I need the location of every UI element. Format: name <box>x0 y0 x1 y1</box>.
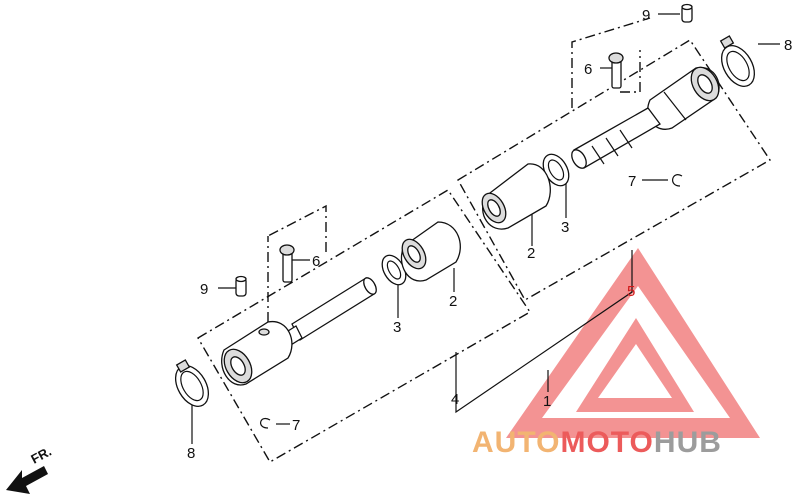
callout-ring-left: 3 <box>393 319 401 336</box>
boot-left <box>400 221 461 282</box>
bolt-top <box>608 52 624 89</box>
callout-labels: 9 6 8 7 2 3 5 9 6 3 2 7 8 4 1 <box>187 7 792 462</box>
band-left <box>174 359 210 407</box>
watermark-triangle-inner <box>576 318 694 412</box>
right-side-parts <box>481 3 756 230</box>
band-right <box>719 35 756 87</box>
callout-pin-left: 9 <box>200 281 208 298</box>
pin-left <box>235 275 247 297</box>
left-assembly-box <box>197 189 531 463</box>
callout-bolt-top: 6 <box>584 61 592 78</box>
boot-right <box>481 163 551 230</box>
clip-left <box>260 418 271 429</box>
callout-band-right: 8 <box>784 37 792 54</box>
outer-joint-right <box>647 66 720 130</box>
watermark-part-moto: MOTO <box>560 426 653 459</box>
clip-right <box>672 174 683 187</box>
callout-clip-left: 7 <box>292 417 300 434</box>
watermark-logo <box>506 248 760 438</box>
callout-boot-right: 2 <box>527 245 535 262</box>
front-arrow-icon <box>6 466 48 494</box>
callout-ring-right: 3 <box>561 219 569 236</box>
watermark-part-auto: AUTO <box>472 426 560 459</box>
watermark-text: AUTOMOTOHUB <box>472 426 722 459</box>
front-arrow-label: FR. <box>28 444 54 467</box>
shaft-left <box>279 277 377 349</box>
callout-pin-top: 9 <box>642 7 650 24</box>
callout-assembly-right: 5 <box>627 283 635 300</box>
callout-assembly-left: 4 <box>451 391 459 408</box>
left-bracket-lines <box>267 204 327 322</box>
ring-right <box>542 153 570 187</box>
callout-band-left: 8 <box>187 445 195 462</box>
callout-boot-left: 2 <box>449 293 457 310</box>
watermark-part-hub: HUB <box>654 426 722 459</box>
leader-lines <box>191 13 780 444</box>
callout-bolt-left: 6 <box>312 253 320 270</box>
watermark-triangle-outer <box>506 248 760 438</box>
pin-top <box>681 3 693 23</box>
right-bracket-lines <box>571 17 651 108</box>
callout-assembly-main: 1 <box>543 393 551 410</box>
front-arrow: FR. <box>6 444 54 494</box>
left-side-parts <box>174 221 461 429</box>
outer-joint-left <box>221 321 293 386</box>
callout-clip-right: 7 <box>628 173 636 190</box>
bolt-left <box>279 244 295 283</box>
shaft-right <box>571 107 661 169</box>
